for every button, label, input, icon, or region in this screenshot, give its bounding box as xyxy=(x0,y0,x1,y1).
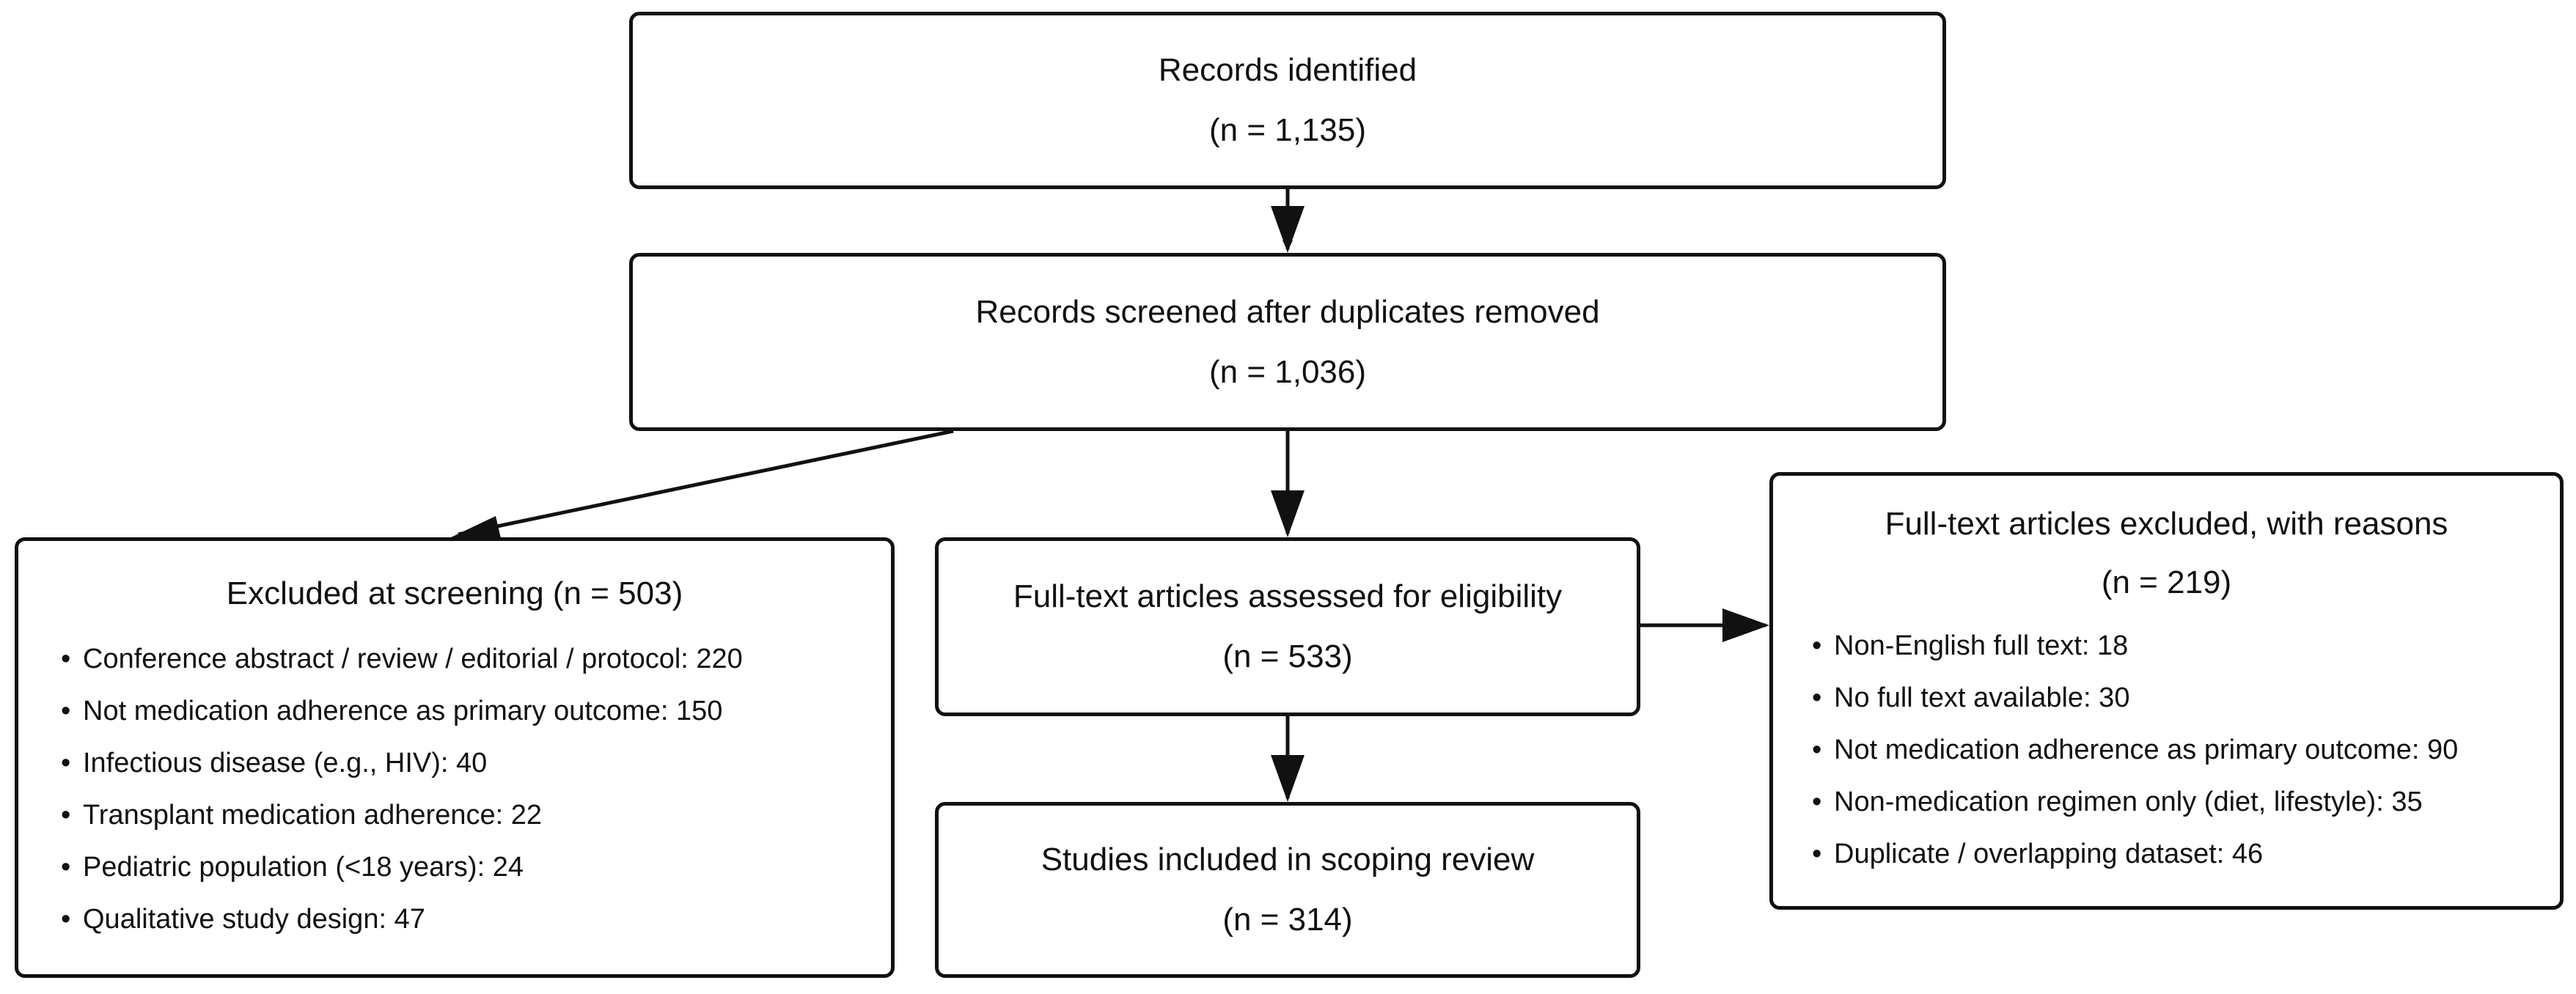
excluded-at-screening-box: Excluded at screening (n = 503) •Confere… xyxy=(15,537,895,978)
bullet-icon: • xyxy=(1812,735,1822,765)
list-item: •Not medication adherence as primary out… xyxy=(1812,735,2459,765)
list-item: •Pediatric population (<18 years): 24 xyxy=(61,852,524,883)
arrowhead-included xyxy=(1271,755,1304,802)
studies-included-box: Studies included in scoping review (n = … xyxy=(935,802,1640,978)
excluded-at-screening-reasons: •Conference abstract / review / editoria… xyxy=(61,643,743,955)
fulltext-assessed-title: Full-text articles assessed for eligibil… xyxy=(1013,578,1563,614)
bullet-icon: • xyxy=(61,852,71,883)
arrow-screened-to-excluded xyxy=(458,429,954,537)
list-item: •Duplicate / overlapping dataset: 46 xyxy=(1812,839,2264,869)
records-screened-box: Records screened after duplicates remove… xyxy=(629,253,1946,431)
bullet-icon: • xyxy=(61,748,71,778)
arrowhead-fulltext xyxy=(1271,490,1304,537)
arrowhead-screened xyxy=(1271,206,1304,253)
list-item: •Non-English full text: 18 xyxy=(1812,630,2129,661)
list-item: •Not medication adherence as primary out… xyxy=(61,696,723,726)
list-item: •Transplant medication adherence: 22 xyxy=(61,800,542,831)
bullet-icon: • xyxy=(61,904,71,935)
records-identified-count: (n = 1,135) xyxy=(1208,112,1367,148)
bullet-icon: • xyxy=(61,644,71,674)
excluded-at-screening-title: Excluded at screening (n = 503) xyxy=(226,575,683,611)
bullet-icon: • xyxy=(61,696,71,726)
list-item: •Conference abstract / review / editoria… xyxy=(61,644,743,674)
fulltext-excluded-box: Full-text articles excluded, with reason… xyxy=(1769,472,2564,910)
fulltext-assessed-count: (n = 533) xyxy=(1222,638,1353,674)
fulltext-excluded-reasons: •Non-English full text: 18 •No full text… xyxy=(1812,630,2458,890)
bullet-icon: • xyxy=(1812,682,1822,713)
fulltext-assessed-box: Full-text articles assessed for eligibil… xyxy=(935,537,1640,716)
bullet-icon: • xyxy=(1812,839,1822,869)
list-item: •Qualitative study design: 47 xyxy=(61,904,425,935)
arrowhead-excluded-fulltext xyxy=(1722,608,1769,642)
records-identified-title: Records identified xyxy=(1158,52,1417,88)
bullet-icon: • xyxy=(1812,630,1822,661)
records-screened-count: (n = 1,036) xyxy=(1208,353,1367,390)
records-screened-title: Records screened after duplicates remove… xyxy=(975,293,1600,330)
records-identified-box: Records identified (n = 1,135) xyxy=(629,12,1946,189)
studies-included-count: (n = 314) xyxy=(1222,902,1353,938)
studies-included-title: Studies included in scoping review xyxy=(1041,842,1535,877)
list-item: •No full text available: 30 xyxy=(1812,682,2130,713)
bullet-icon: • xyxy=(1812,787,1822,817)
list-item: •Infectious disease (e.g., HIV): 40 xyxy=(61,748,488,778)
fulltext-excluded-count: (n = 219) xyxy=(2101,564,2232,600)
fulltext-excluded-title: Full-text articles excluded, with reason… xyxy=(1885,506,2448,542)
list-item: •Non-medication regimen only (diet, life… xyxy=(1812,787,2423,817)
bullet-icon: • xyxy=(61,800,71,831)
